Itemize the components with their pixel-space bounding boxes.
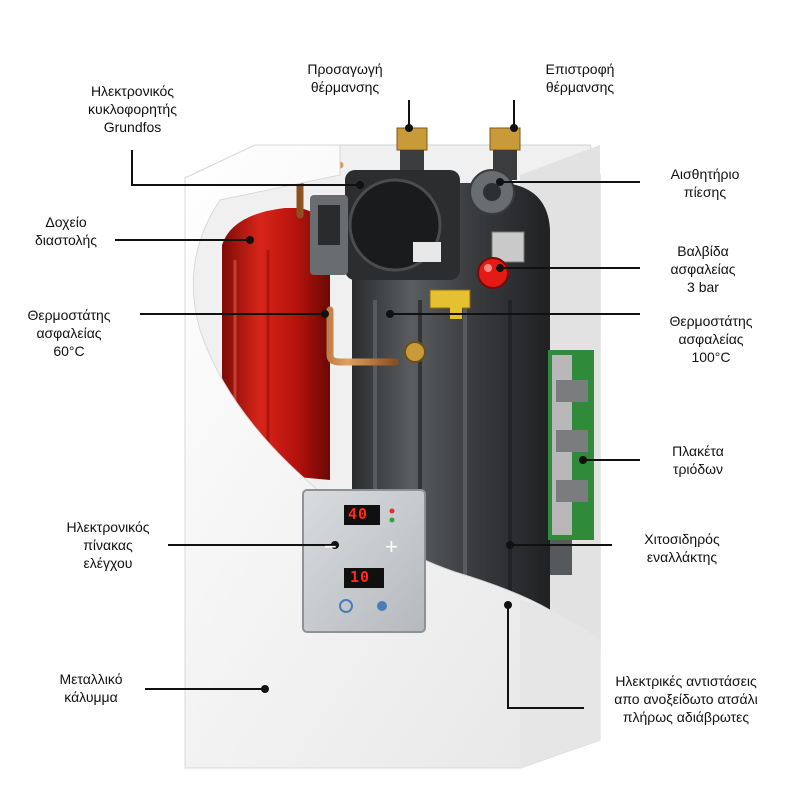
pipe-fitting (404, 341, 426, 363)
leader-pump (131, 150, 360, 186)
control-panel-device (302, 489, 426, 633)
pressure-sensor (469, 169, 515, 215)
circulation-pump (310, 170, 460, 280)
panel-display-top: 40 (348, 505, 369, 523)
panel-plus-button[interactable]: + (385, 534, 398, 559)
panel-display-bottom: 10 (350, 568, 371, 586)
leader-elements (507, 605, 584, 709)
leader-lines (115, 100, 640, 709)
thermostat-100 (429, 289, 471, 319)
panel-minus-button[interactable]: − (324, 534, 337, 559)
leader-dots (246, 124, 587, 693)
triac-board (548, 350, 594, 540)
